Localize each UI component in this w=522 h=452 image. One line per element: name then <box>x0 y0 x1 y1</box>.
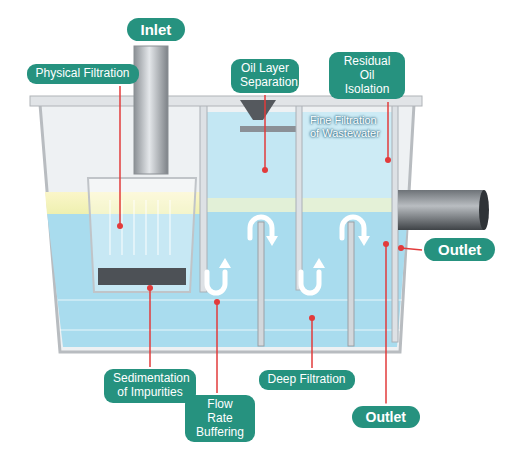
callout-box: Sedimentation of Impurities <box>104 369 196 403</box>
leader-dot <box>262 167 268 173</box>
callout-text: Physical Filtration <box>36 67 130 81</box>
leader-dot <box>147 285 153 291</box>
process-label: Fine Filtration of Wastewater <box>310 114 382 140</box>
partition <box>348 222 354 346</box>
water-middle <box>207 112 296 212</box>
fine-mesh <box>240 126 296 132</box>
leader-dot <box>309 315 315 321</box>
leader-dot <box>385 157 391 163</box>
callout-text: Residual Oil Isolation <box>338 55 396 96</box>
callout-text: Outlet <box>366 409 406 425</box>
filter-basket <box>88 178 196 292</box>
partition <box>258 222 264 346</box>
partition <box>296 104 302 290</box>
leader-dot <box>214 299 220 305</box>
leader-line <box>387 102 389 160</box>
flow-arrowheads <box>219 236 370 268</box>
flow-arrows <box>207 217 364 293</box>
callout-text: Flow Rate Buffering <box>194 398 246 439</box>
leader-dot <box>117 223 123 229</box>
outlet-pipe <box>398 190 484 230</box>
leader-line <box>264 95 266 170</box>
outlet-tag: Outlet <box>352 406 420 428</box>
leader-line <box>401 248 422 250</box>
leader-dot <box>383 241 389 247</box>
callout-box: Physical Filtration <box>27 64 139 84</box>
outlet-pipe-end <box>479 190 489 230</box>
callout-box: Flow Rate Buffering <box>185 395 255 442</box>
partition <box>200 104 207 292</box>
partition <box>392 104 398 342</box>
water-right <box>302 112 392 212</box>
sediment <box>98 268 186 285</box>
callout-text: Deep Filtration <box>268 373 346 387</box>
callout-text: Inlet <box>141 21 172 38</box>
tank <box>30 46 489 352</box>
filter-mesh <box>110 200 170 255</box>
leader-line <box>311 318 313 368</box>
tank-body <box>40 104 414 352</box>
leader-line <box>119 86 121 226</box>
oil-collector <box>240 100 276 120</box>
leader-line <box>385 244 387 404</box>
outlet-tag: Outlet <box>424 238 495 261</box>
callout-box: Deep Filtration <box>259 370 355 390</box>
callout-box: Oil Layer Separation <box>231 59 299 93</box>
callout-text: Outlet <box>438 241 481 258</box>
leader-line <box>216 302 218 393</box>
leader-dot <box>398 245 404 251</box>
inlet-pipe <box>134 46 168 174</box>
callout-text: Sedimentation of Impurities <box>113 372 187 400</box>
inlet-tag: Inlet <box>127 18 186 41</box>
callout-text: Oil Layer Separation <box>240 62 290 90</box>
callout-box: Residual Oil Isolation <box>329 52 405 99</box>
leader-line <box>149 288 151 367</box>
